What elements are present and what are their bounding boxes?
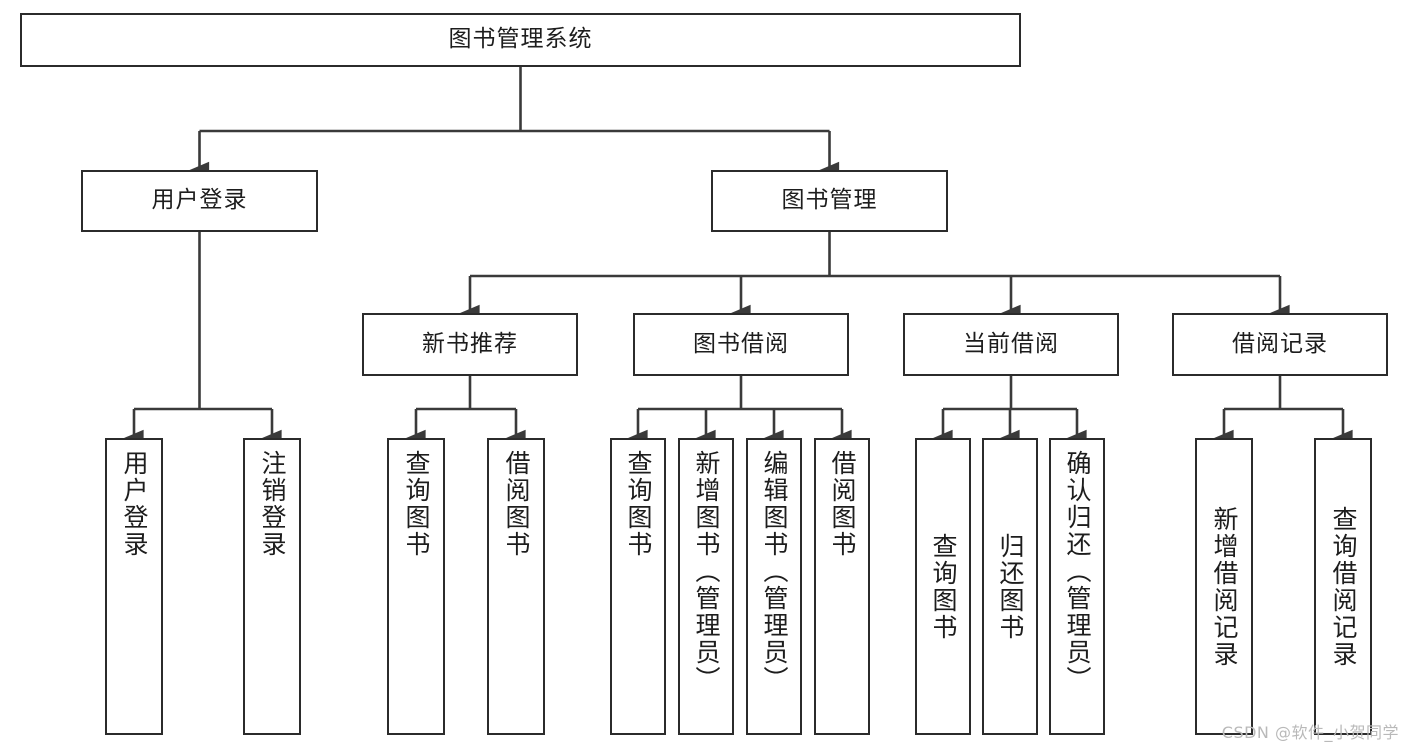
node-box-leaf-8[interactable]: 查询图书 bbox=[915, 438, 971, 735]
node-box-leaf-3[interactable]: 借阅图书 bbox=[487, 438, 545, 735]
node-label-l2-0: 用户登录 bbox=[151, 187, 248, 214]
node-label-leaf-8: 查询图书 bbox=[929, 532, 958, 641]
node-box-leaf-0[interactable]: 用户登录 bbox=[105, 438, 163, 735]
node-label-l2-1: 图书管理 bbox=[781, 187, 878, 214]
node-label-leaf-3: 借阅图书 bbox=[502, 450, 531, 558]
node-box-leaf-2[interactable]: 查询图书 bbox=[387, 438, 445, 735]
node-box-leaf-9[interactable]: 归还图书 bbox=[982, 438, 1038, 735]
node-label-root: 图书管理系统 bbox=[448, 26, 593, 53]
node-box-leaf-10[interactable]: 确认归还（管理员） bbox=[1049, 438, 1105, 735]
node-label-leaf-9: 归还图书 bbox=[996, 532, 1025, 641]
node-box-leaf-12[interactable]: 查询借阅记录 bbox=[1314, 438, 1372, 735]
node-box-leaf-5[interactable]: 新增图书（管理员） bbox=[678, 438, 734, 735]
node-label-l3-0: 新书推荐 bbox=[422, 330, 518, 357]
node-label-leaf-7: 借阅图书 bbox=[828, 450, 857, 558]
node-label-leaf-12: 查询借阅记录 bbox=[1329, 505, 1358, 668]
node-box-leaf-6[interactable]: 编辑图书（管理员） bbox=[746, 438, 802, 735]
node-label-leaf-6: 编辑图书（管理员） bbox=[760, 450, 789, 693]
csdn-watermark: CSDN @软件_小贺同学 bbox=[1221, 723, 1399, 742]
node-label-leaf-5: 新增图书（管理员） bbox=[692, 450, 721, 693]
node-box-l3-1[interactable]: 图书借阅 bbox=[633, 313, 849, 376]
node-label-leaf-1: 注销登录 bbox=[258, 450, 287, 558]
node-box-l2-1[interactable]: 图书管理 bbox=[711, 170, 948, 232]
node-box-l2-0[interactable]: 用户登录 bbox=[81, 170, 318, 232]
node-label-l3-2: 当前借阅 bbox=[963, 330, 1059, 357]
node-box-l3-2[interactable]: 当前借阅 bbox=[903, 313, 1119, 376]
node-box-l3-0[interactable]: 新书推荐 bbox=[362, 313, 578, 376]
node-label-leaf-2: 查询图书 bbox=[402, 450, 431, 558]
node-box-leaf-1[interactable]: 注销登录 bbox=[243, 438, 301, 735]
node-box-leaf-11[interactable]: 新增借阅记录 bbox=[1195, 438, 1253, 735]
node-label-leaf-10: 确认归还（管理员） bbox=[1063, 450, 1092, 693]
node-label-leaf-0: 用户登录 bbox=[120, 450, 149, 558]
node-box-leaf-7[interactable]: 借阅图书 bbox=[814, 438, 870, 735]
node-label-l3-1: 图书借阅 bbox=[693, 330, 789, 357]
node-label-leaf-11: 新增借阅记录 bbox=[1210, 505, 1239, 668]
node-label-leaf-4: 查询图书 bbox=[624, 450, 653, 558]
node-label-l3-3: 借阅记录 bbox=[1232, 330, 1328, 357]
node-box-l3-3[interactable]: 借阅记录 bbox=[1172, 313, 1388, 376]
node-box-leaf-4[interactable]: 查询图书 bbox=[610, 438, 666, 735]
node-box-root[interactable]: 图书管理系统 bbox=[20, 13, 1021, 67]
